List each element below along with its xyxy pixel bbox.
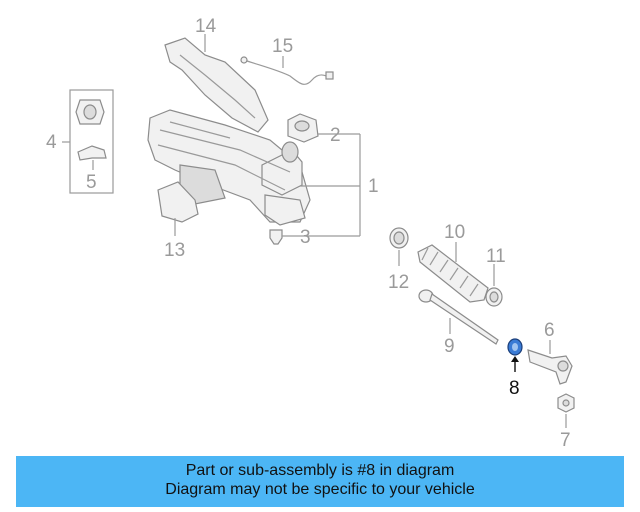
callout-5: 5 xyxy=(86,172,97,193)
part-1-steering-rack[interactable] xyxy=(147,109,311,226)
part-2-mount[interactable] xyxy=(287,113,319,143)
part-8-jam-nut[interactable] xyxy=(507,338,523,356)
callout-11: 11 xyxy=(486,246,506,267)
callout-13: 13 xyxy=(164,240,185,261)
callout-2: 2 xyxy=(330,125,341,146)
callout-14: 14 xyxy=(195,16,217,37)
callout-9: 9 xyxy=(444,336,455,357)
part-14-heat-shield[interactable] xyxy=(164,37,269,133)
callout-12: 12 xyxy=(388,272,409,293)
callout-10: 10 xyxy=(444,222,465,243)
part-7-nut[interactable] xyxy=(557,393,575,413)
callout-7: 7 xyxy=(560,430,571,451)
callout-4: 4 xyxy=(46,132,57,153)
callout-15: 15 xyxy=(272,36,293,57)
info-banner: Part or sub-assembly is #8 in diagram Di… xyxy=(16,456,624,507)
part-15-wire-harness[interactable] xyxy=(240,56,334,85)
callout-8: 8 xyxy=(509,378,520,399)
part-12-clamp[interactable] xyxy=(389,227,409,249)
banner-line-2: Diagram may not be specific to your vehi… xyxy=(165,481,475,498)
callout-6: 6 xyxy=(544,320,555,341)
part-6-tie-rod-end[interactable] xyxy=(527,349,573,385)
banner-line-1: Part or sub-assembly is #8 in diagram xyxy=(185,462,455,479)
part-3-bolt[interactable] xyxy=(269,229,283,245)
part-11-clamp[interactable] xyxy=(485,287,503,307)
part-10-boot[interactable] xyxy=(417,244,489,303)
part-13-bracket[interactable] xyxy=(157,181,199,223)
part-4-bushing[interactable] xyxy=(75,99,105,125)
parts-diagram: 14 15 4 5 1 2 3 xyxy=(46,16,575,451)
part-9-inner-tie-rod[interactable] xyxy=(418,289,499,345)
callout-1: 1 xyxy=(368,176,379,197)
callout-3: 3 xyxy=(300,227,311,248)
part-5-bracket[interactable] xyxy=(77,145,107,161)
